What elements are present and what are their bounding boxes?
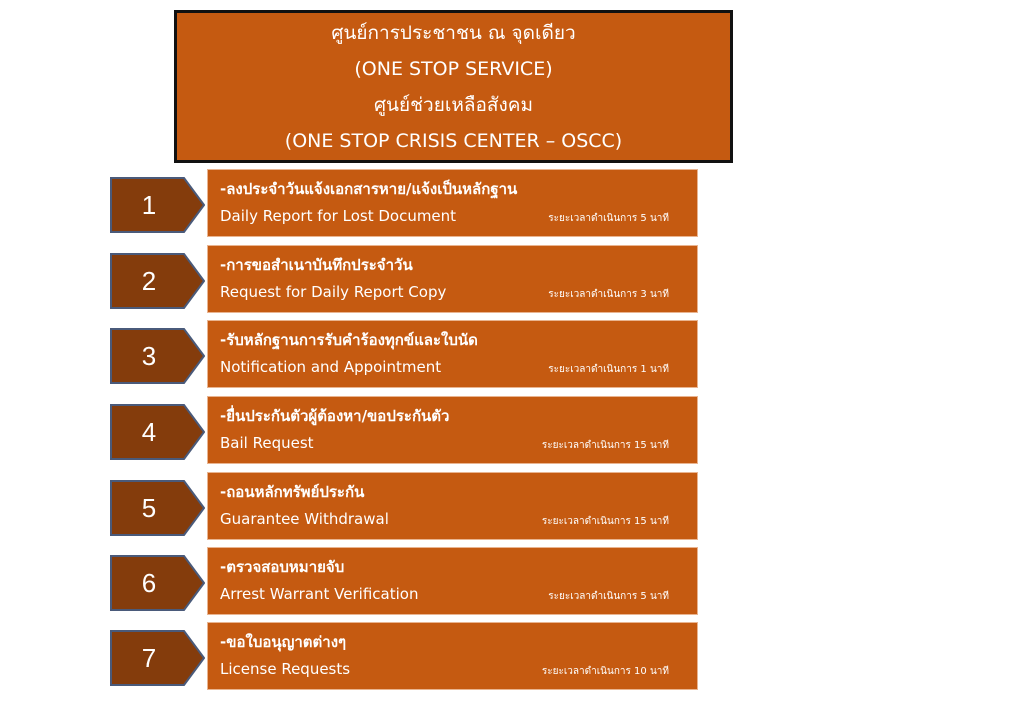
step-number: 7 [141,642,157,673]
service-box: -ขอใบอนุญาตต่างๆ License Requests ระยะเว… [207,622,698,690]
service-item: 5 -ถอนหลักทรัพย์ประกัน Guarantee Withdra… [108,472,700,540]
service-box: -การขอสำเนาบันทึกประจำวัน Request for Da… [207,245,698,313]
header-banner: ศูนย์การประชาชน ณ จุดเดียว (ONE STOP SER… [174,10,733,163]
service-duration: ระยะเวลาดำเนินการ 10 นาที [541,666,669,677]
step-number: 4 [141,416,157,447]
service-item: 2 -การขอสำเนาบันทึกประจำวัน Request for … [108,245,700,313]
service-title-english: Bail Request [220,434,314,452]
step-arrow-icon: 5 [110,480,205,536]
service-item: 1 -ลงประจำวันแจ้งเอกสารหาย/แจ้งเป็นหลักฐ… [108,169,700,237]
step-number: 3 [141,340,157,371]
step-arrow-icon: 7 [110,630,205,686]
step-arrow-icon: 4 [110,404,205,460]
service-title-thai: -รับหลักฐานการรับคำร้องทุกข์และใบนัด [220,331,478,349]
service-title-thai: -การขอสำเนาบันทึกประจำวัน [220,256,413,274]
header-title-english: (ONE STOP SERVICE) [354,57,553,80]
step-number: 1 [141,189,157,220]
step-number: 5 [141,492,157,523]
service-title-thai: -ขอใบอนุญาตต่างๆ [220,633,347,651]
service-title-english: Daily Report for Lost Document [220,207,457,225]
service-title-english: Guarantee Withdrawal [220,510,389,528]
service-item: 4 -ยื่นประกันตัวผู้ต้องหา/ขอประกันตัว Ba… [108,396,700,464]
service-duration: ระยะเวลาดำเนินการ 3 นาที [548,289,669,300]
service-title-thai: -ตรวจสอบหมายจับ [220,558,345,576]
service-duration: ระยะเวลาดำเนินการ 15 นาที [541,440,669,451]
service-box: -ยื่นประกันตัวผู้ต้องหา/ขอประกันตัว Bail… [207,396,698,464]
service-title-english: Request for Daily Report Copy [220,283,447,301]
service-duration: ระยะเวลาดำเนินการ 5 นาที [548,591,669,602]
service-title-english: Notification and Appointment [220,358,442,376]
service-duration: ระยะเวลาดำเนินการ 5 นาที [548,213,669,224]
service-title-thai: -ถอนหลักทรัพย์ประกัน [220,483,365,501]
service-box: -ลงประจำวันแจ้งเอกสารหาย/แจ้งเป็นหลักฐาน… [207,169,698,237]
service-item: 3 -รับหลักฐานการรับคำร้องทุกข์และใบนัด N… [108,320,700,388]
step-arrow-icon: 2 [110,253,205,309]
service-title-thai: -ยื่นประกันตัวผู้ต้องหา/ขอประกันตัว [220,407,450,425]
service-box: -ถอนหลักทรัพย์ประกัน Guarantee Withdrawa… [207,472,698,540]
service-title-english: Arrest Warrant Verification [220,585,419,603]
service-duration: ระยะเวลาดำเนินการ 15 นาที [541,516,669,527]
step-number: 2 [141,265,157,296]
service-box: -ตรวจสอบหมายจับ Arrest Warrant Verificat… [207,547,698,615]
service-box: -รับหลักฐานการรับคำร้องทุกข์และใบนัด Not… [207,320,698,388]
service-title-thai: -ลงประจำวันแจ้งเอกสารหาย/แจ้งเป็นหลักฐาน [220,180,518,198]
step-arrow-icon: 6 [110,555,205,611]
step-arrow-icon: 1 [110,177,205,233]
step-number: 6 [141,567,157,598]
service-item: 7 -ขอใบอนุญาตต่างๆ License Requests ระยะ… [108,622,700,690]
header-subtitle-thai: ศูนย์ช่วยเหลือสังคม [373,93,534,116]
step-arrow-icon: 3 [110,328,205,384]
service-item: 6 -ตรวจสอบหมายจับ Arrest Warrant Verific… [108,547,700,615]
service-title-english: License Requests [220,660,351,678]
service-duration: ระยะเวลาดำเนินการ 1 นาที [548,364,669,375]
header-subtitle-english: (ONE STOP CRISIS CENTER – OSCC) [284,129,623,152]
header-title-thai: ศูนย์การประชาชน ณ จุดเดียว [331,21,576,44]
